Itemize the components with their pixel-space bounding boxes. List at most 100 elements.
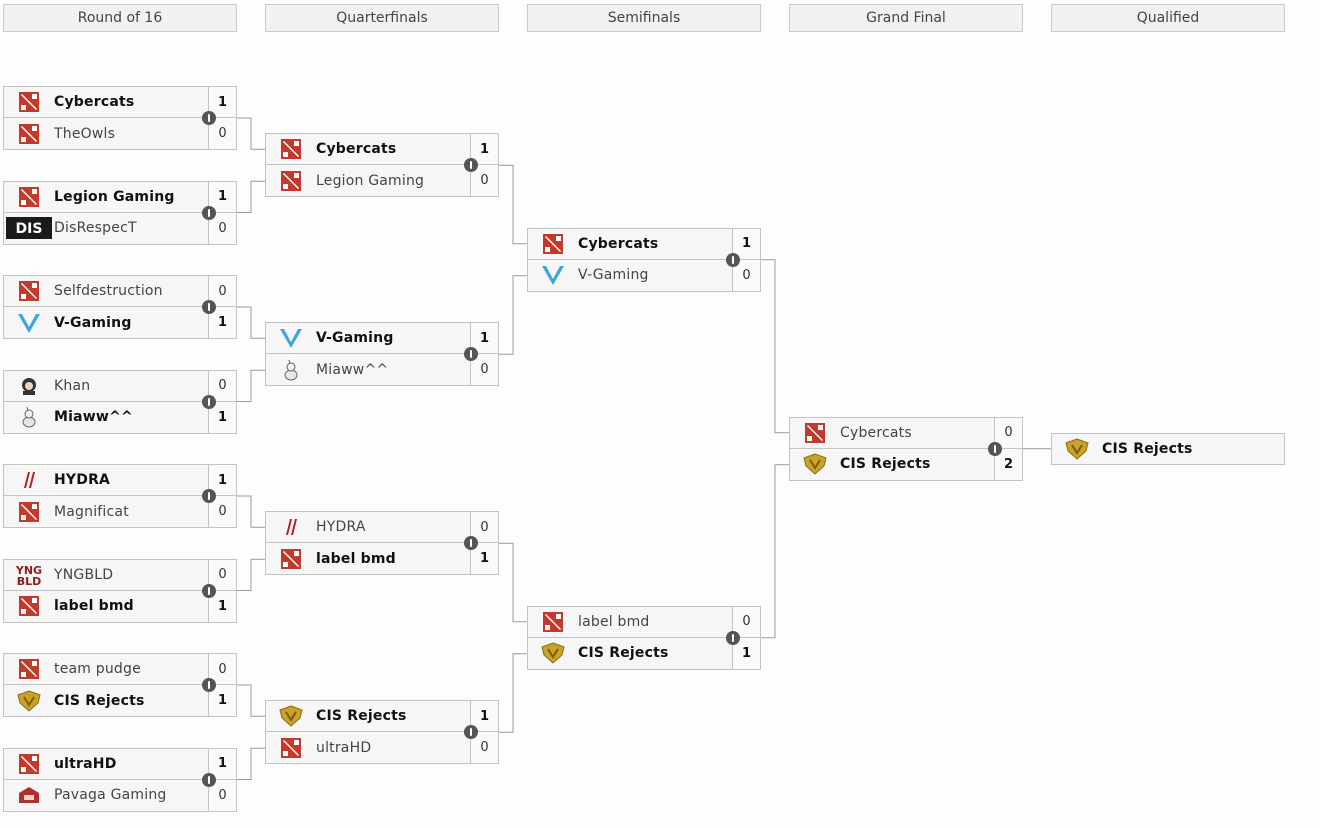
match-info-icon[interactable] xyxy=(202,300,216,314)
round-header-grand-final: Grand Final xyxy=(789,4,1023,32)
match-info-icon[interactable] xyxy=(988,441,1002,456)
connector-line xyxy=(237,180,265,213)
dota-icon xyxy=(4,497,54,527)
dota-icon xyxy=(4,276,54,306)
team-name: Cybercats xyxy=(54,94,135,110)
dota-icon xyxy=(266,733,316,763)
svg-text:DIS: DIS xyxy=(16,221,43,237)
team-slot[interactable]: Miaww^^1 xyxy=(3,401,237,434)
round-header-round-of-16: Round of 16 xyxy=(3,4,237,32)
connector-line xyxy=(237,306,265,339)
hydra-icon xyxy=(4,465,54,495)
svg-text:BLD: BLD xyxy=(17,575,42,587)
dota-icon xyxy=(4,182,54,212)
round-header-quarterfinals: Quarterfinals xyxy=(265,4,499,32)
team-score: 0 xyxy=(208,496,236,527)
cis-rejects-icon xyxy=(266,701,316,731)
match-info-icon[interactable] xyxy=(202,489,216,503)
cis-rejects-icon xyxy=(790,449,840,479)
team-name: Selfdestruction xyxy=(54,283,163,299)
team-name: YNGBLD xyxy=(54,566,114,583)
match-info-icon[interactable] xyxy=(464,158,478,173)
team-name: Legion Gaming xyxy=(54,188,175,205)
match-info-icon[interactable] xyxy=(464,536,478,551)
connector-line xyxy=(237,747,265,780)
team-name: Legion Gaming xyxy=(316,172,425,189)
team-score: 0 xyxy=(732,606,760,637)
match-info-icon[interactable] xyxy=(202,205,216,220)
connector-line xyxy=(237,684,265,717)
team-score: 0 xyxy=(470,732,498,764)
dota-icon xyxy=(266,134,316,164)
match-info-icon[interactable] xyxy=(202,394,216,409)
match-info-icon[interactable] xyxy=(202,772,216,787)
dota-icon xyxy=(4,591,54,621)
match-info-icon[interactable] xyxy=(726,252,740,267)
connector-line xyxy=(237,495,265,528)
match-info-icon[interactable] xyxy=(726,630,740,645)
connector-line xyxy=(499,164,527,245)
match-info-icon[interactable] xyxy=(464,347,478,362)
match-info-icon[interactable] xyxy=(202,111,216,125)
cis-rejects-icon xyxy=(1052,434,1102,464)
team-name: V-Gaming xyxy=(316,330,394,347)
dis-logo-icon: DIS xyxy=(4,213,54,243)
team-name: label bmd xyxy=(316,550,396,567)
team-name: TheOwls xyxy=(54,125,116,142)
qualified-team-name: CIS Rejects xyxy=(1102,440,1193,457)
match-info-icon[interactable] xyxy=(464,725,478,740)
team-name: DisRespecT xyxy=(54,220,137,236)
team-slot[interactable]: Miaww^^0 xyxy=(265,354,499,387)
dota-icon xyxy=(4,87,54,117)
team-name: label bmd xyxy=(54,598,134,614)
team-name: Magnificat xyxy=(54,503,129,520)
qualified-team[interactable]: CIS Rejects xyxy=(1051,432,1285,465)
connector-line xyxy=(499,653,527,733)
connector-line xyxy=(237,369,265,402)
team-name: CIS Rejects xyxy=(316,708,407,725)
team-name: ultraHD xyxy=(54,755,117,772)
match-info-icon[interactable] xyxy=(202,583,216,598)
team-slot[interactable]: Magnificat 0 xyxy=(3,496,237,528)
dota-icon xyxy=(4,749,54,779)
v-gaming-icon xyxy=(528,260,578,290)
dota-icon xyxy=(790,418,840,448)
match-info-icon[interactable] xyxy=(202,678,216,692)
